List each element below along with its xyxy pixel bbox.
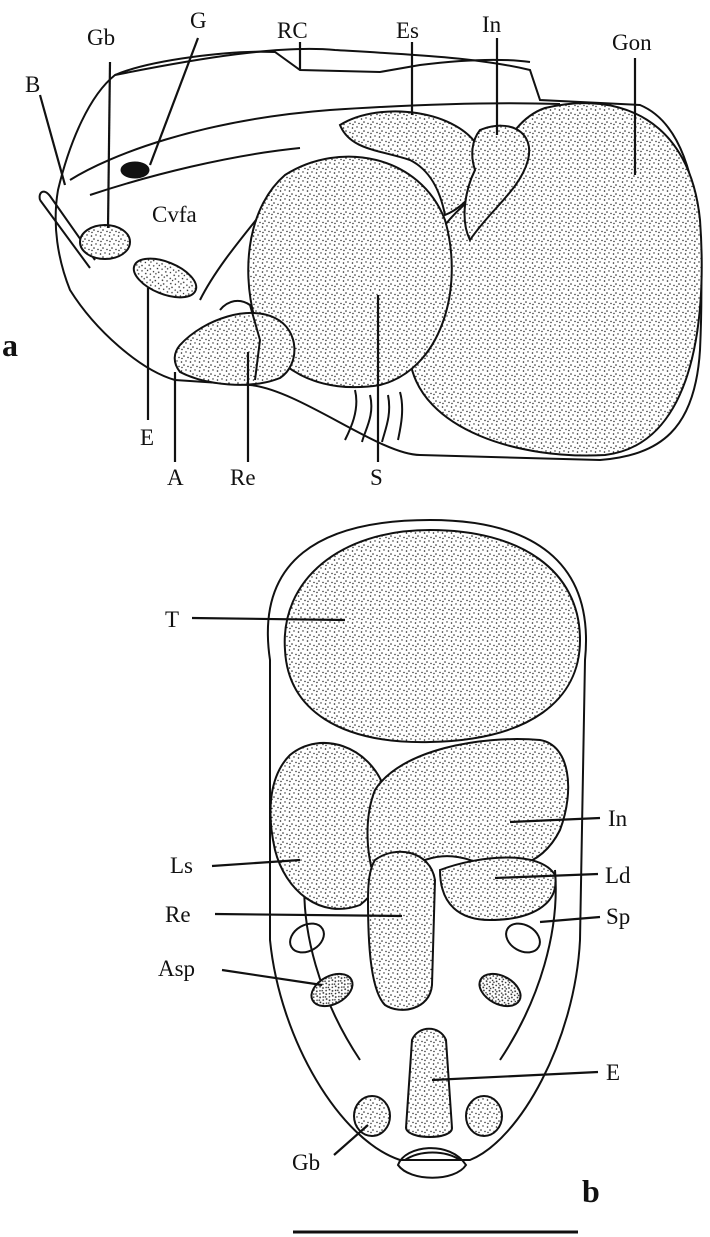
leader-Gb-a (108, 62, 110, 228)
label-S: S (370, 465, 383, 490)
leader-B (40, 95, 65, 185)
label-Re-b: Re (165, 902, 191, 927)
asp-right (474, 967, 526, 1012)
panel-label-a: a (2, 327, 18, 363)
legs (345, 390, 402, 442)
spiracle-left (285, 918, 329, 959)
rectum-organ-b (368, 852, 435, 1010)
leader-Asp (222, 970, 322, 985)
leader-E-b (432, 1072, 598, 1080)
label-Cvfa: Cvfa (152, 202, 197, 227)
panel-b: T In Ls Ld Re Sp Asp E Gb b (158, 520, 631, 1209)
gland-gb-b-left (354, 1096, 390, 1136)
ld-organ (440, 858, 556, 921)
asp-left (306, 967, 358, 1012)
label-RC: RC (277, 18, 308, 43)
leader-Sp (540, 917, 600, 922)
spiracle-right (501, 918, 545, 959)
label-Gb-a: Gb (87, 25, 115, 50)
label-Ls: Ls (170, 853, 193, 878)
rectum-organ (175, 313, 295, 385)
leader-G (150, 38, 198, 165)
label-In-b: In (608, 806, 628, 831)
label-In-a: In (482, 12, 502, 37)
label-Re-a: Re (230, 465, 256, 490)
testis-organ (285, 530, 580, 742)
label-Gon: Gon (612, 30, 652, 55)
label-Asp: Asp (158, 956, 195, 981)
esophageal-gland-a (128, 251, 201, 305)
gland-gb-a (80, 225, 130, 259)
panel-label-b: b (582, 1173, 600, 1209)
panel-a: B Gb G RC Es In Gon Cvfa E A Re S a (2, 8, 702, 490)
label-T: T (165, 607, 179, 632)
eye-spot (121, 162, 149, 178)
label-Ld: Ld (605, 863, 631, 888)
gland-gb-b-right (466, 1096, 502, 1136)
label-B: B (25, 72, 40, 97)
leader-Gb-b (334, 1125, 368, 1155)
label-Es: Es (396, 18, 419, 43)
label-Gb-b: Gb (292, 1150, 320, 1175)
label-E-a: E (140, 425, 154, 450)
label-A: A (167, 465, 184, 490)
label-G: G (190, 8, 207, 33)
esophagus-organ-b (406, 1029, 452, 1137)
label-Sp: Sp (606, 904, 630, 929)
label-E-b: E (606, 1060, 620, 1085)
